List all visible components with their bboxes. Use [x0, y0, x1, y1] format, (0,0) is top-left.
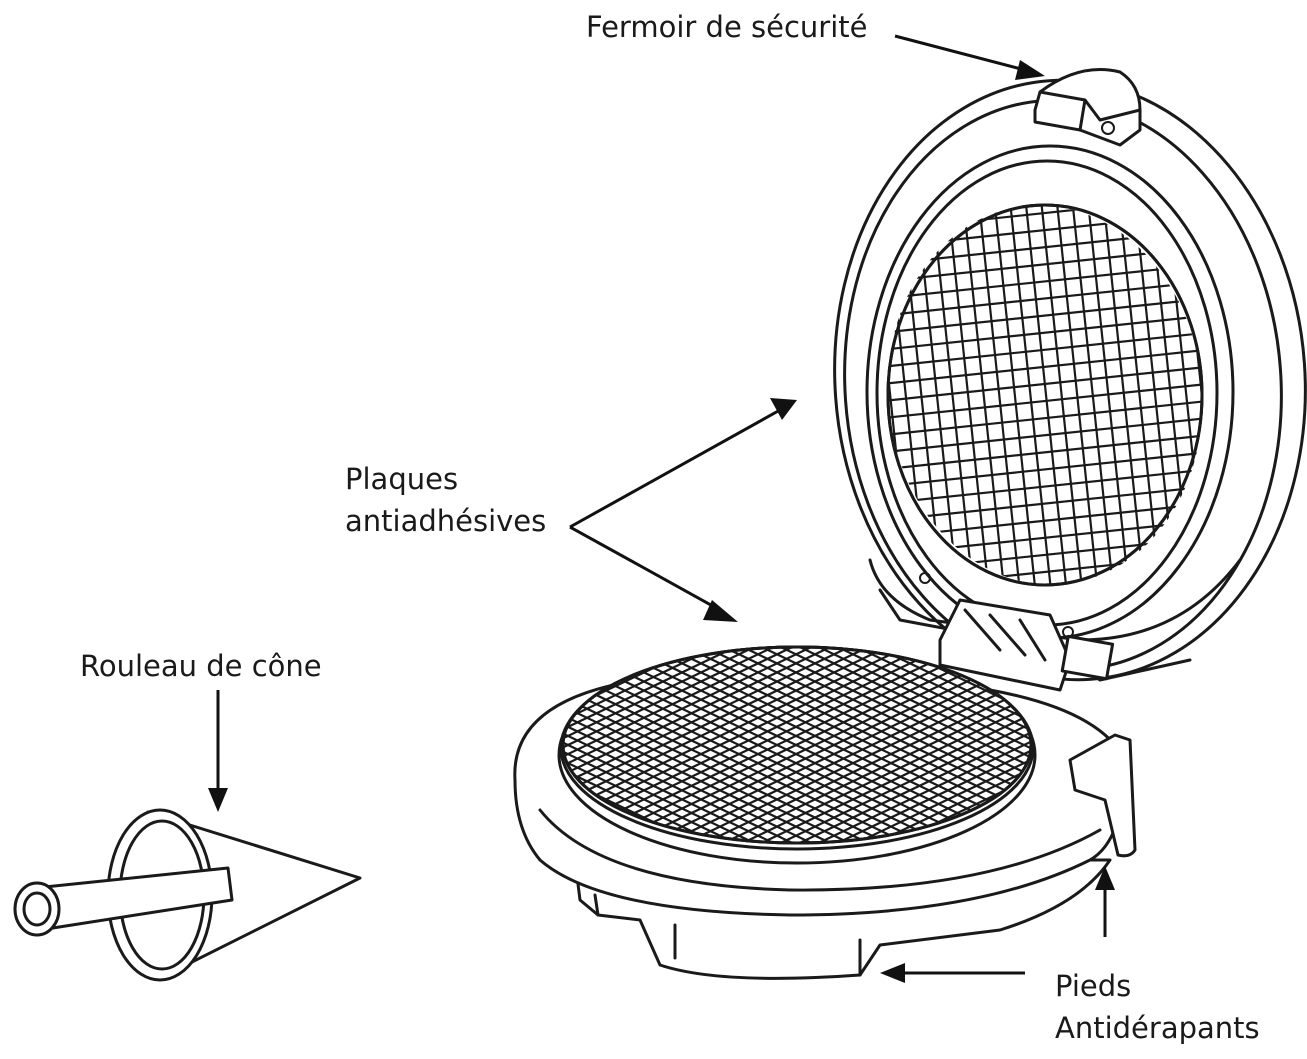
- grid-line: [868, 414, 1222, 456]
- grid-line: [563, 647, 865, 843]
- upper-lid: [833, 78, 1307, 682]
- grid-line: [689, 647, 1031, 843]
- grid-line: [860, 647, 1031, 843]
- grid-line: [860, 647, 1031, 843]
- grid-line: [868, 397, 1222, 439]
- arrow-to-lower-plate: [569, 525, 738, 622]
- grid-line: [879, 647, 1031, 843]
- grid-line: [822, 647, 1031, 843]
- grid-line: [563, 647, 770, 843]
- grid-line: [822, 647, 1031, 843]
- grid-line: [1084, 189, 1132, 601]
- grid-line: [563, 647, 827, 843]
- grid-line: [727, 647, 1031, 843]
- grid-line: [1099, 189, 1147, 601]
- grid-line: [563, 647, 922, 843]
- grid-line: [841, 647, 1031, 843]
- grid-line: [803, 647, 1031, 843]
- nonstick-plates-label: Plaques antiadhésives: [345, 458, 546, 542]
- grid-line: [563, 647, 808, 843]
- grid-line: [563, 647, 884, 843]
- grid-line: [563, 647, 713, 843]
- grid-line: [868, 448, 1222, 490]
- grid-line: [563, 647, 751, 843]
- grid-line: [960, 189, 1008, 601]
- grid-line: [868, 380, 1222, 422]
- grid-line: [784, 647, 1031, 843]
- grid-line: [670, 647, 1031, 843]
- grid-line: [1037, 189, 1085, 601]
- grid-line: [1022, 189, 1070, 601]
- grid-line: [868, 312, 1222, 354]
- grid-line: [868, 329, 1222, 371]
- grid-line: [563, 647, 846, 843]
- grid-line: [1007, 189, 1055, 601]
- nonslip-feet-label-line1: Pieds: [1055, 969, 1132, 1003]
- arrow-to-foot-right: [1095, 866, 1115, 937]
- grid-line: [976, 189, 1024, 601]
- grid-line: [868, 431, 1222, 473]
- grid-line: [563, 647, 903, 843]
- grid-line: [708, 647, 1031, 843]
- grid-line: [765, 647, 1031, 843]
- grid-line: [563, 647, 751, 843]
- arrow-to-foot-bottom: [880, 963, 1025, 983]
- base: [513, 645, 1137, 980]
- cone-roller-label: Rouleau de cône: [80, 649, 322, 683]
- arrow-to-clasp: [894, 34, 1045, 80]
- grid-line: [945, 189, 993, 601]
- nonslip-feet-label: Pieds Antidérapants: [1055, 965, 1260, 1049]
- grid-line: [1068, 189, 1116, 601]
- nonslip-feet-label-line2: Antidérapants: [1055, 1011, 1260, 1045]
- hinge: [938, 598, 1115, 692]
- arrow-to-roller: [208, 690, 228, 812]
- grid-line: [575, 647, 1017, 843]
- grid-line: [872, 481, 1222, 523]
- grid-line: [746, 647, 1031, 843]
- grid-line: [870, 465, 1222, 506]
- grid-line: [563, 647, 713, 843]
- grid-line: [563, 647, 770, 843]
- cone-roller: [13, 808, 362, 982]
- arrow-to-upper-plate: [569, 398, 797, 529]
- grid-line: [563, 647, 732, 843]
- grid-line: [563, 647, 789, 843]
- grid-line: [868, 346, 1222, 388]
- grid-line: [929, 190, 978, 601]
- grid-line: [1053, 189, 1101, 601]
- arrows: [208, 34, 1115, 983]
- grid-line: [879, 647, 1031, 843]
- grid-line: [868, 363, 1222, 405]
- safety-clasp: [1033, 68, 1142, 147]
- safety-clasp-label: Fermoir de sécurité: [586, 10, 868, 44]
- grid-line: [991, 189, 1039, 601]
- nonstick-plates-label-line2: antiadhésives: [345, 504, 547, 538]
- grid-line: [868, 279, 1220, 320]
- nonstick-plates-label-line1: Plaques: [345, 462, 459, 496]
- grid-line: [868, 296, 1221, 337]
- grid-line: [1114, 189, 1163, 600]
- grid-line: [563, 647, 732, 843]
- grid-line: [841, 647, 1031, 843]
